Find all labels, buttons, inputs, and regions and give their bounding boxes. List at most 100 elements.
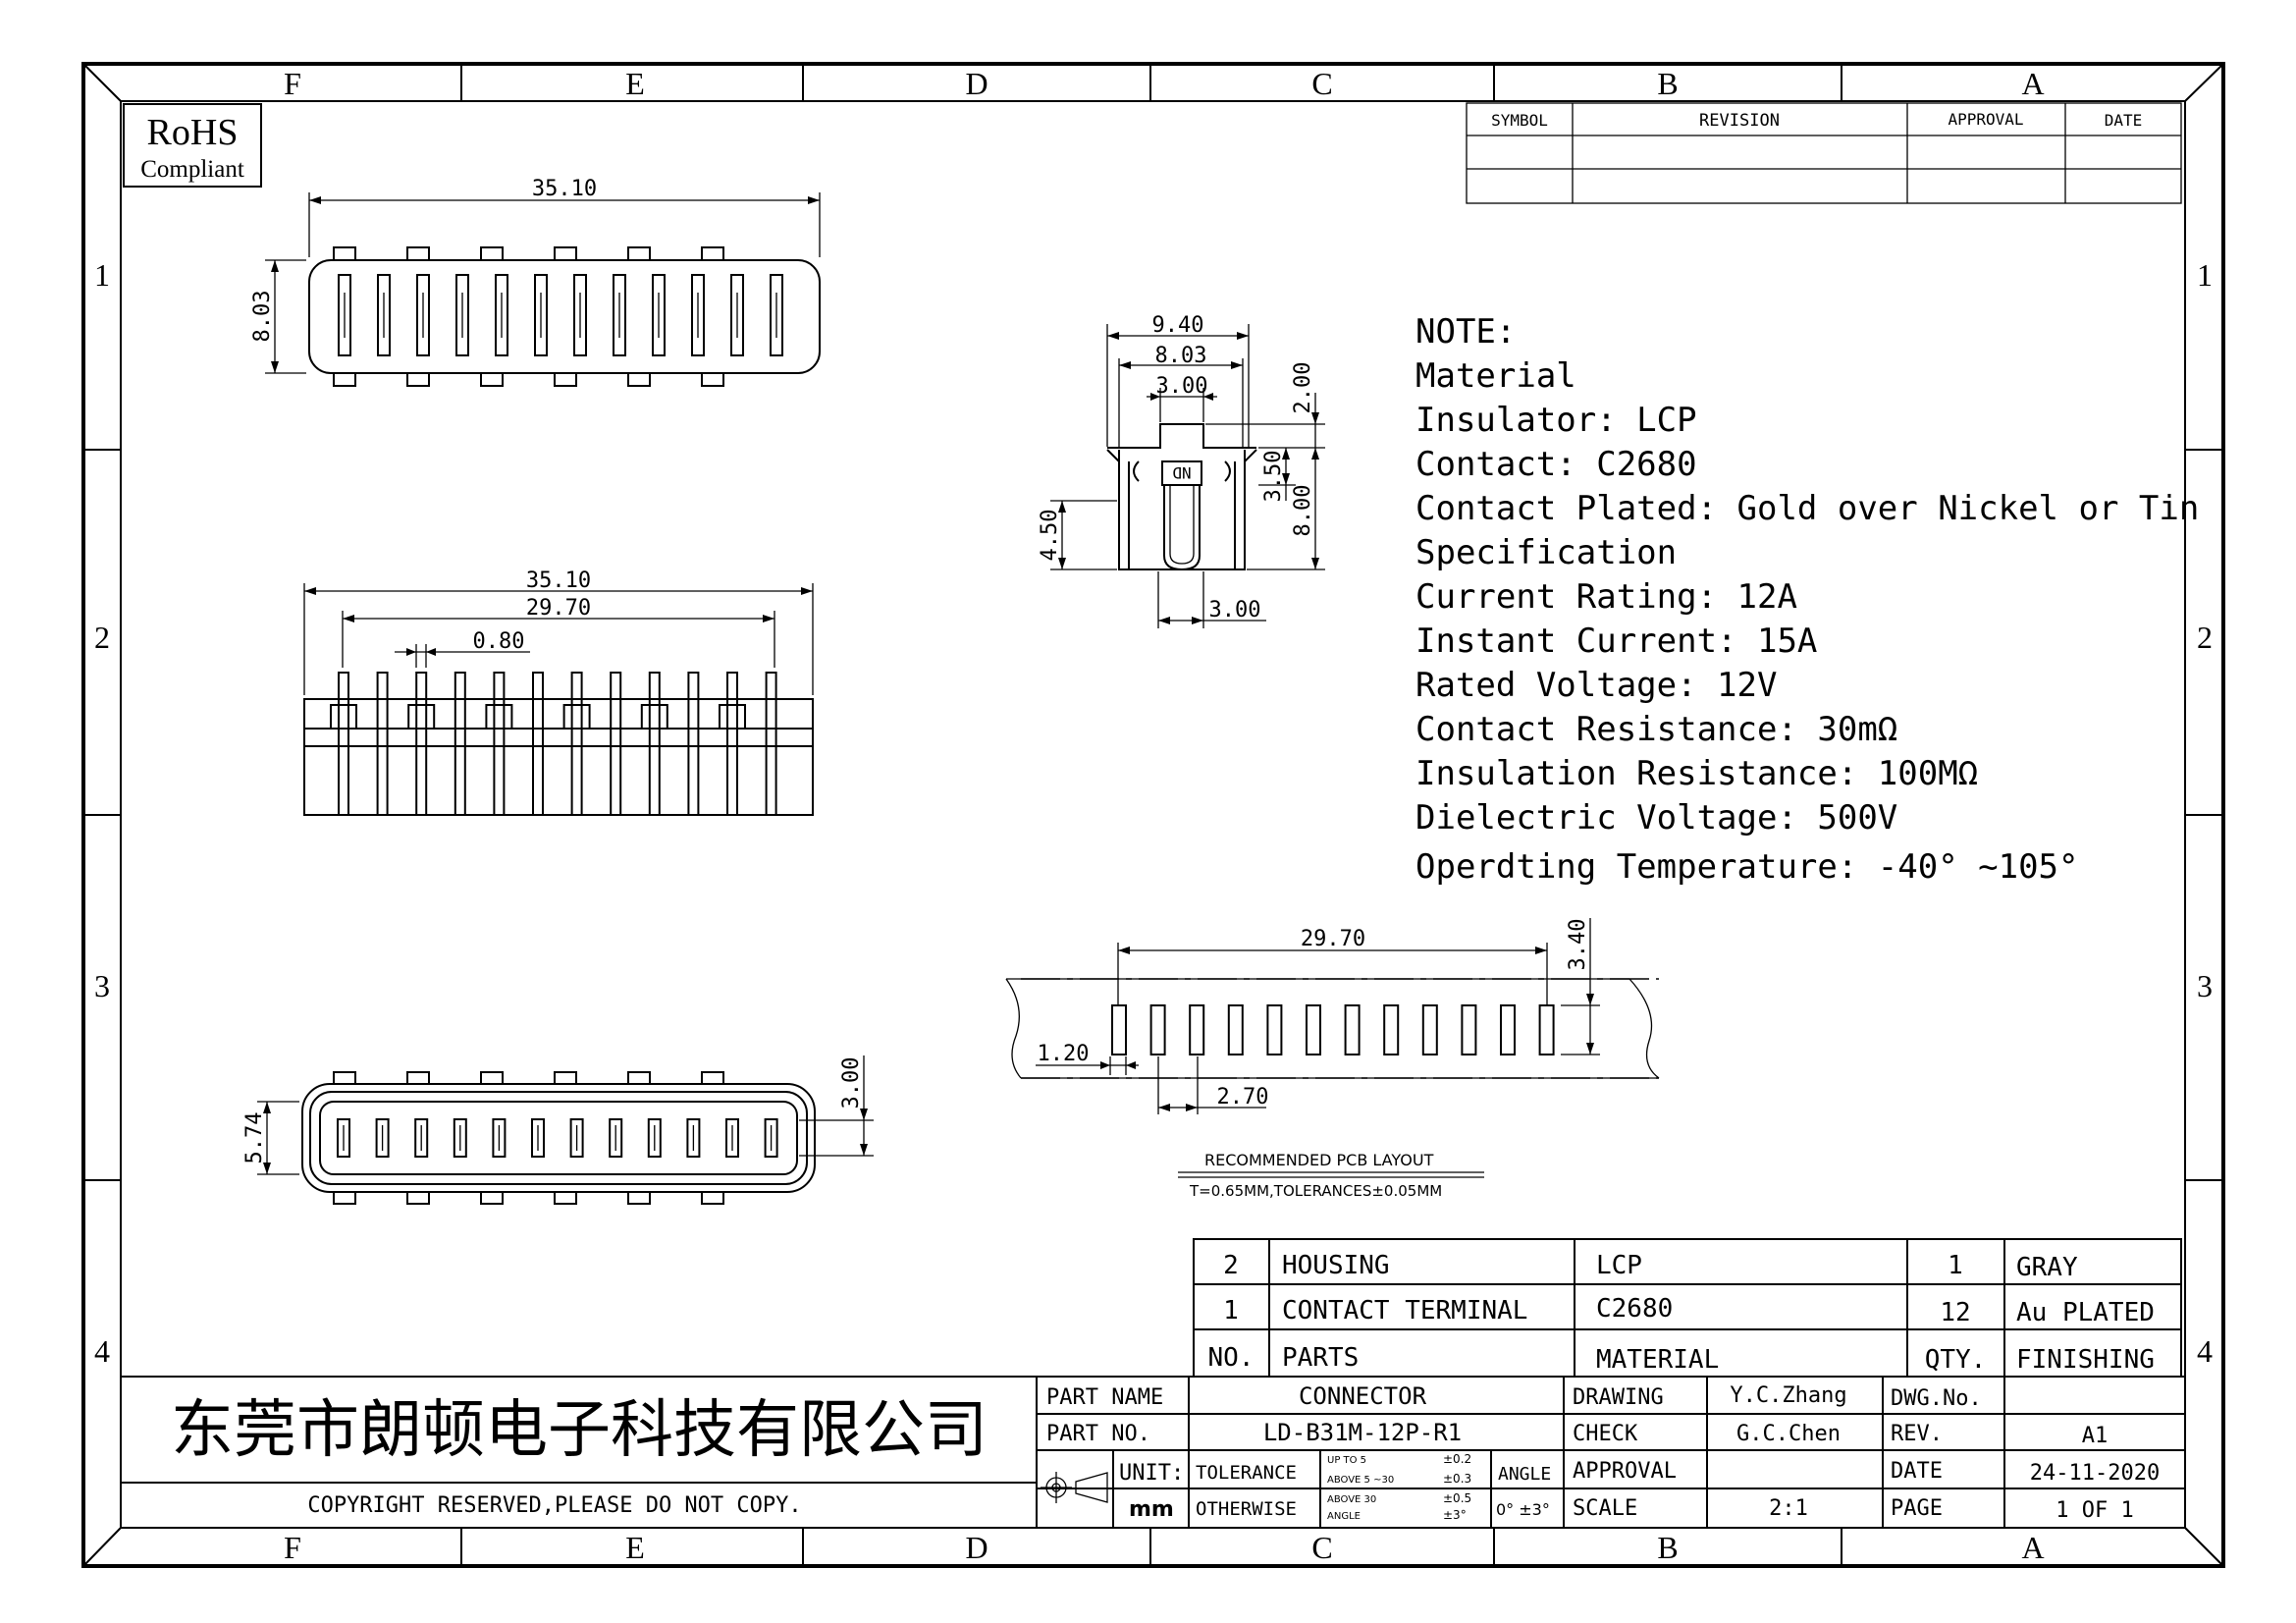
top-view-slot	[770, 274, 783, 356]
tolerance-up-to-5-value: ±0.2	[1443, 1452, 1471, 1466]
top-view-slot	[377, 274, 391, 356]
dim-pcb-pitch: 2.70	[1217, 1085, 1269, 1109]
note-line: Insulator: LCP	[1415, 401, 1697, 440]
check-label: CHECK	[1573, 1422, 1638, 1446]
top-view-slot	[455, 274, 469, 356]
dim-side-h2: 3.50	[1261, 451, 1286, 503]
front-view-pin	[376, 672, 389, 816]
dim-side-h3: 8.00	[1291, 485, 1315, 537]
frame-column-labels-bottom: F E D C B A	[284, 1530, 2044, 1565]
bottom-view-tab	[406, 1191, 430, 1205]
bom-header: NO.	[1208, 1343, 1255, 1373]
column-label: B	[1657, 1530, 1678, 1565]
front-view-pin	[610, 672, 622, 816]
rohs-title: RoHS	[147, 112, 239, 153]
bom-header: PARTS	[1282, 1343, 1359, 1373]
pcb-hole	[1344, 1004, 1361, 1055]
bottom-view-tab	[554, 1191, 577, 1205]
scale-label: SCALE	[1573, 1496, 1637, 1521]
top-view-tab	[701, 246, 724, 261]
tolerance-above-30: ABOVE 30	[1327, 1494, 1376, 1505]
front-view-latch	[485, 704, 513, 730]
bottom-view-tab	[480, 1191, 504, 1205]
pcb-layout-title: RECOMMENDED PCB LAYOUT	[1204, 1151, 1434, 1169]
angle-label: ANGLE	[1498, 1464, 1551, 1485]
bom-cell: Au PLATED	[2016, 1298, 2155, 1327]
pcb-holes	[1111, 1004, 1555, 1055]
bom-cell: CONTACT TERMINAL	[1282, 1296, 1527, 1325]
bom-header: QTY.	[1925, 1345, 1987, 1375]
top-view-tab	[406, 246, 430, 261]
pcb-hole	[1461, 1004, 1477, 1055]
dim-side-h1: 2.00	[1291, 362, 1315, 414]
front-view-latch	[719, 704, 746, 730]
page-value: 1 OF 1	[2056, 1498, 2133, 1523]
top-view-slot	[338, 274, 351, 356]
front-view-pin	[765, 672, 777, 816]
dim-pcb-height: 3.40	[1566, 919, 1590, 971]
pcb-hole	[1266, 1004, 1283, 1055]
column-label: E	[625, 66, 645, 101]
frame-row-labels-left: 1 2 3 4	[94, 257, 110, 1369]
top-view-tab	[627, 246, 651, 261]
pcb-hole	[1383, 1004, 1400, 1055]
bom-header: FINISHING	[2016, 1345, 2155, 1375]
bottom-view-slot	[337, 1118, 350, 1158]
bom-cell: C2680	[1596, 1294, 1673, 1324]
bottom-view-slot	[764, 1118, 778, 1158]
dim-bottom-width: 3.00	[839, 1057, 864, 1109]
top-view-tab	[554, 246, 577, 261]
tolerance-up-to-5: UP TO 5	[1327, 1455, 1366, 1466]
date-label: DATE	[1891, 1459, 1943, 1484]
angle-value: 0° ±3°	[1496, 1500, 1550, 1519]
bottom-view-tab	[701, 1071, 724, 1085]
company-name: 东莞市朗顿电子科技有限公司	[171, 1394, 988, 1467]
approval-label: APPROVAL	[1573, 1459, 1677, 1484]
row-label: 4	[2197, 1333, 2213, 1369]
revision-header-approval: APPROVAL	[1948, 110, 2023, 129]
revision-table: SYMBOL REVISION APPROVAL DATE	[1466, 102, 2182, 204]
bottom-view-tab	[627, 1071, 651, 1085]
dim-pcb-span: 29.70	[1301, 927, 1365, 951]
top-view-slot	[691, 274, 705, 356]
bottom-view-tab	[333, 1071, 356, 1085]
front-view-pin	[454, 672, 466, 816]
column-label: D	[965, 66, 988, 101]
sheet-frame	[81, 62, 2225, 1568]
bom-cell: 2	[1223, 1251, 1239, 1280]
bom-cell: 1	[1948, 1251, 1963, 1280]
frame-row-labels-right: 1 2 3 4	[2197, 257, 2213, 1369]
bottom-view-tab	[554, 1071, 577, 1085]
tolerance-above-5-value: ±0.3	[1443, 1472, 1471, 1486]
note-line: Operdting Temperature: -40° ~105°	[1415, 847, 2079, 887]
pcb-hole	[1500, 1004, 1516, 1055]
bottom-view-tab	[480, 1071, 504, 1085]
bottom-view-tab	[333, 1191, 356, 1205]
top-view-tab	[333, 372, 356, 387]
scale-value: 2:1	[1769, 1496, 1808, 1521]
bottom-view-tab	[406, 1071, 430, 1085]
front-view-pin	[493, 672, 506, 816]
title-block: 东莞市朗顿电子科技有限公司 COPYRIGHT RESERVED,PLEASE …	[121, 1376, 2185, 1528]
row-label: 1	[2197, 257, 2213, 293]
top-view-slot	[534, 274, 548, 356]
top-view-tab	[554, 372, 577, 387]
bom-cell: LCP	[1596, 1251, 1642, 1280]
rohs-subtitle: Compliant	[140, 156, 244, 183]
top-view-tab	[701, 372, 724, 387]
row-label: 3	[2197, 968, 2213, 1003]
pcb-hole	[1306, 1004, 1321, 1055]
top-view-tab	[480, 372, 504, 387]
column-label: C	[1311, 1530, 1332, 1565]
unit-value: mm	[1129, 1497, 1174, 1522]
bom-cell: 12	[1940, 1298, 1970, 1327]
bottom-view-slot	[609, 1118, 623, 1158]
top-view-tab	[627, 372, 651, 387]
top-view-tab	[333, 246, 356, 261]
bottom-view-tabs	[333, 1071, 724, 1205]
bom-cell: HOUSING	[1282, 1251, 1390, 1280]
column-label: A	[2021, 66, 2044, 101]
bom-table: 2 HOUSING LCP 1 GRAY 1 CONTACT TERMINAL …	[1193, 1238, 2182, 1378]
bottom-view-slots	[337, 1118, 778, 1158]
